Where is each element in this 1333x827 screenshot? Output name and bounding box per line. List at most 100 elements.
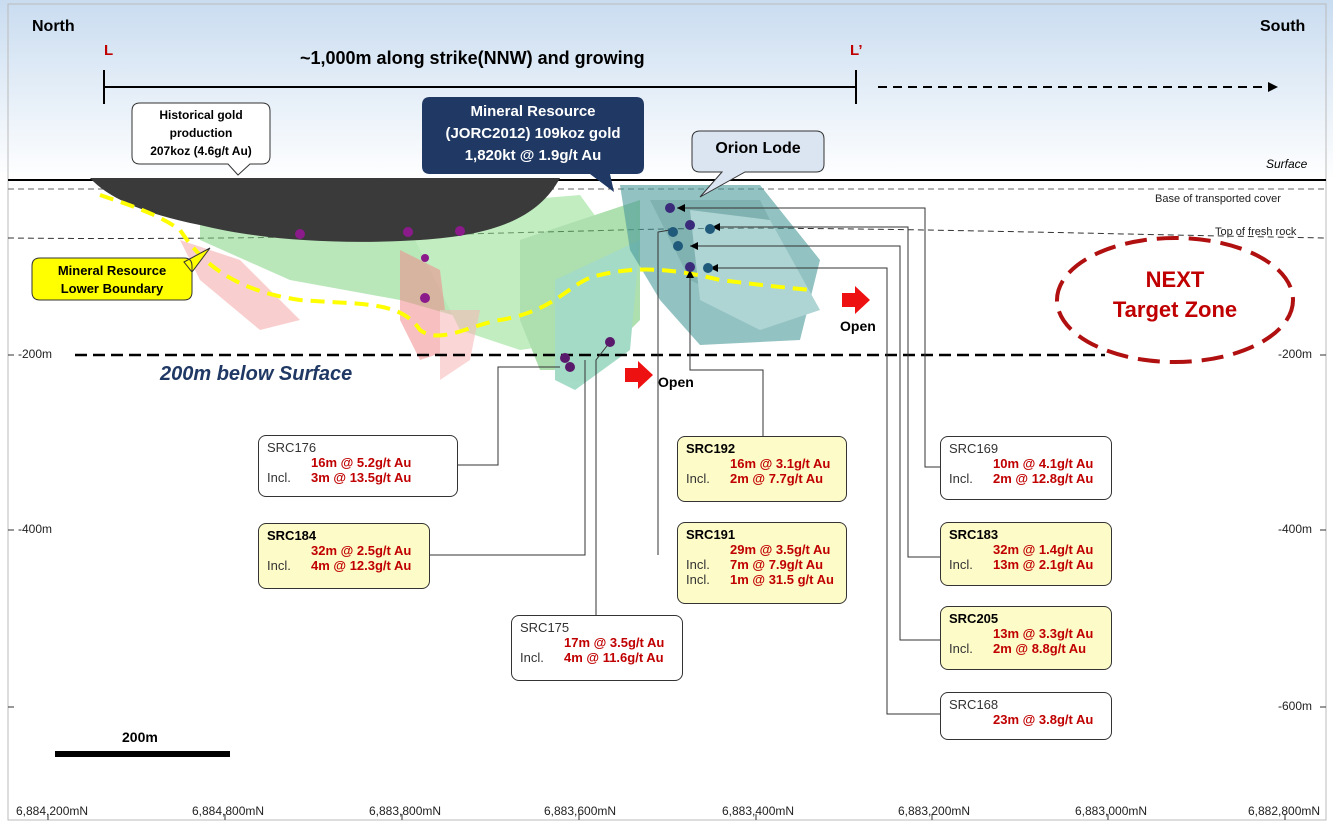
open-arrow-2 <box>625 361 653 389</box>
intercept-value: 7m @ 7.9g/t Au <box>730 557 824 572</box>
northing-label: 6,882,800mN <box>1248 804 1321 818</box>
northing-ticks <box>47 814 1286 820</box>
incl-label: Incl. <box>949 641 973 656</box>
northing-label: 6,883,600mN <box>544 804 617 818</box>
intercept-value: 4m @ 12.3g/t Au <box>311 558 412 573</box>
surface-label: Surface <box>1266 157 1308 171</box>
intercept-value: 17m @ 3.5g/t Au <box>564 635 665 650</box>
drillhole-name: SRC168 <box>949 697 999 712</box>
historical-line-1: Historical gold <box>159 108 243 122</box>
drillhole-name: SRC192 <box>686 441 736 456</box>
depth-right-600: -600m <box>1278 699 1313 713</box>
drillhole-callout-src169: SRC169 10m @ 4.1g/t Au Incl. 2m @ 12.8g/t… <box>940 436 1112 500</box>
ore-bodies-pink <box>180 240 480 380</box>
drillhole-callout-src176: SRC176 16m @ 5.2g/t Au Incl.3m @ 13.5g/t… <box>258 435 458 497</box>
incl-label: Incl. <box>686 471 710 486</box>
incl-label: Incl. <box>949 471 973 486</box>
intercept-value: 29m @ 3.5g/t Au <box>730 542 831 557</box>
north-label: North <box>32 18 75 35</box>
lower-boundary-line-1: Mineral Resource <box>57 263 167 278</box>
south-label: South <box>1260 18 1306 35</box>
mineral-resource-label: Mineral Resource (JORC2012) 109koz gold … <box>422 101 644 167</box>
depth-ticks <box>8 354 1326 708</box>
incl-label: Incl. <box>520 650 544 665</box>
next-target-line-1: NEXT <box>1145 267 1205 292</box>
incl-label: Incl. <box>686 572 710 587</box>
drillhole-name: SRC175 <box>520 620 570 635</box>
section-start-label: L <box>104 42 114 59</box>
intercept-value: 13m @ 2.1g/t Au <box>993 557 1094 572</box>
drillhole-callout-src205: SRC205 13m @ 3.3g/t Au Incl. 2m @ 8.8g/t … <box>940 606 1112 670</box>
lower-boundary-line-2: Lower Boundary <box>60 281 164 296</box>
scale-bar-label: 200m <box>122 729 158 745</box>
resource-line-1: Mineral Resource <box>470 103 596 120</box>
drillhole-callout-src184: SRC184 32m @ 2.5g/t Au Incl.4m @ 12.3g/t… <box>258 523 430 589</box>
northing-label: 6,883,000mN <box>1075 804 1148 818</box>
lower-boundary-line <box>99 193 811 338</box>
section-end-label: L’ <box>850 42 863 59</box>
drill-intercepts <box>295 203 715 372</box>
northing-label: 6,883,200mN <box>898 804 971 818</box>
historical-line-2: production <box>169 126 233 140</box>
ore-bodies-teal <box>620 185 820 345</box>
historical-production-label: Historical gold production 207koz (4.6g/… <box>132 106 270 160</box>
drillhole-callout-src191: SRC191 29m @ 3.5g/t Au Incl.7m @ 7.9g/t … <box>677 522 847 604</box>
strike-text: ~1,000m along strike(NNW) and growing <box>300 48 645 68</box>
depth-right-400: -400m <box>1278 522 1313 536</box>
incl-label: Incl. <box>686 557 710 572</box>
leader-arrowheads <box>677 204 720 278</box>
base-cover-label: Base of transported cover <box>1155 193 1281 205</box>
next-target-line-2: Target Zone <box>1112 297 1238 322</box>
intercept-value: 2m @ 8.8g/t Au <box>993 641 1087 656</box>
intercept-value: 2m @ 12.8g/t Au <box>993 471 1094 486</box>
orion-lode-label: Orion Lode <box>715 140 801 157</box>
orion-bubble <box>691 130 825 198</box>
drillhole-callout-src168: SRC168 23m @ 3.8g/t Au <box>940 692 1112 740</box>
intercept-value: 13m @ 3.3g/t Au <box>993 626 1094 641</box>
intercept-value: 10m @ 4.1g/t Au <box>993 456 1094 471</box>
intercept-value: 16m @ 3.1g/t Au <box>730 456 831 471</box>
open-label-2: Open <box>658 374 694 390</box>
open-label-1: Open <box>840 318 876 334</box>
drillhole-callout-src183: SRC183 32m @ 1.4g/t Au Incl. 13m @ 2.1g/t… <box>940 522 1112 586</box>
resource-bubble <box>422 97 644 192</box>
intercept-value: 3m @ 13.5g/t Au <box>311 470 412 485</box>
drillhole-name: SRC183 <box>949 527 999 542</box>
intercept-value: 32m @ 1.4g/t Au <box>993 542 1094 557</box>
drillhole-callout-src192: SRC192 16m @ 3.1g/t Au Incl. 2m @ 7.7g/t … <box>677 436 847 502</box>
depth-left-200: -200m <box>18 347 53 361</box>
intercept-value: 23m @ 3.8g/t Au <box>993 712 1094 727</box>
drillhole-name: SRC205 <box>949 611 999 626</box>
intercept-value: 1m @ 31.5 g/t Au <box>730 572 834 587</box>
fresh-rock-label: Top of fresh rock <box>1215 226 1297 238</box>
incl-label: Incl. <box>949 557 973 572</box>
northing-label: 6,883,400mN <box>722 804 795 818</box>
next-target-ring <box>1055 236 1295 364</box>
depth-200-label: 200m below Surface <box>160 363 353 385</box>
historical-pit <box>90 178 560 242</box>
northing-label: 6,883,800mN <box>369 804 442 818</box>
northing-label: 6,884,800mN <box>192 804 265 818</box>
lower-boundary-label: Mineral Resource Lower Boundary <box>32 262 192 298</box>
drillhole-name: SRC169 <box>949 441 999 456</box>
intercept-value: 2m @ 7.7g/t Au <box>730 471 824 486</box>
depth-right-200: -200m <box>1278 347 1313 361</box>
drillhole-name: SRC176 <box>267 440 317 455</box>
intercept-value: 32m @ 2.5g/t Au <box>311 543 412 558</box>
strike-extension-arrow <box>1268 82 1278 92</box>
northing-label: 6,884,200mN <box>16 804 89 818</box>
section-frame <box>7 3 1327 821</box>
lower-boundary-bubble <box>31 247 211 301</box>
historical-line-3: 207koz (4.6g/t Au) <box>150 144 252 158</box>
depth-left-400: -400m <box>18 522 53 536</box>
leader-lines <box>430 207 940 715</box>
next-target-label: NEXT Target Zone <box>1075 265 1275 325</box>
resource-line-3: 1,820kt @ 1.9g/t Au <box>464 147 602 164</box>
open-arrow-1 <box>842 286 870 314</box>
incl-label: Incl. <box>267 470 291 485</box>
incl-label: Incl. <box>267 558 291 573</box>
scale-bar <box>55 751 230 757</box>
historical-bubble <box>131 102 271 176</box>
